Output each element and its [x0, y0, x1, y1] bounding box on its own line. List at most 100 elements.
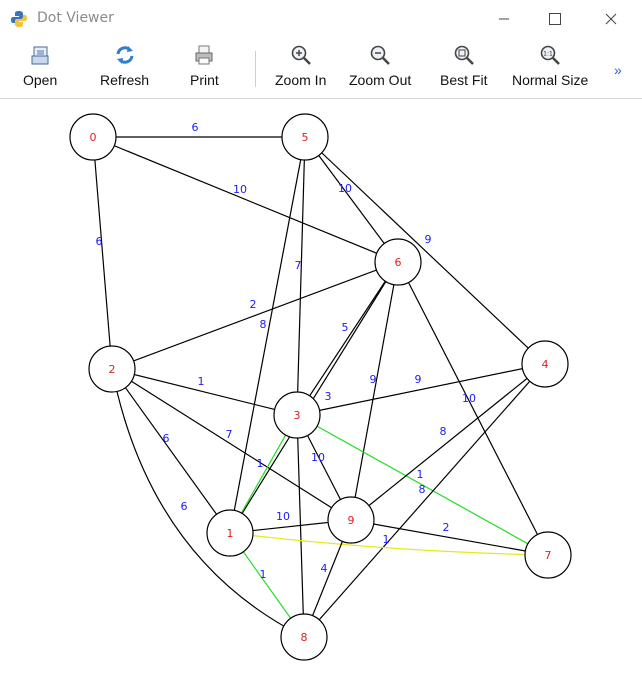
edge-weight-label-2-1: 6	[163, 432, 170, 445]
title-bar: Dot Viewer	[0, 0, 642, 38]
print-label: Print	[190, 72, 219, 88]
node-circle	[524, 531, 572, 579]
maximize-button[interactable]	[532, 0, 578, 38]
node-label: 0	[90, 131, 97, 144]
graph-edge-6-9	[350, 261, 399, 521]
zoom-in-label: Zoom In	[275, 72, 327, 88]
normal-size-label: Normal Size	[512, 72, 589, 88]
refresh-icon	[116, 46, 134, 64]
graph-edge-3-7	[296, 414, 549, 556]
zoom-out-button[interactable]: Zoom Out	[349, 44, 411, 88]
node-circle	[281, 113, 329, 161]
edge-weight-label-5-6: 10	[338, 182, 352, 195]
graph-node-4[interactable]: 4	[521, 340, 569, 388]
open-label: Open	[23, 72, 58, 88]
graph-edge-5-1	[229, 136, 306, 534]
edge-weight-label-3-9: 10	[311, 451, 325, 464]
node-label: 5	[302, 131, 309, 144]
node-circle	[521, 340, 569, 388]
best-fit-button[interactable]: Best Fit	[440, 44, 487, 88]
close-icon	[605, 13, 617, 25]
minimize-icon	[499, 18, 509, 20]
graph-edge-2-3	[111, 368, 298, 416]
edge-weight-label-5-4: 9	[425, 233, 432, 246]
best-fit-icon	[454, 45, 474, 65]
graph-node-2[interactable]: 2	[88, 345, 136, 393]
node-circle	[374, 238, 422, 286]
node-label: 8	[301, 631, 308, 644]
graph-edge-2-6	[111, 261, 399, 370]
edge-weight-label-2-6: 2	[250, 298, 257, 311]
graph-edge-9-7	[350, 519, 549, 556]
edge-weight-label-5-3: 7	[295, 259, 302, 272]
close-button[interactable]	[588, 0, 634, 38]
edge-weight-label-3-7: 1	[417, 468, 424, 481]
edge-weight-label-0-2: 6	[96, 235, 103, 248]
node-label: 9	[348, 514, 355, 527]
zoom-out-label: Zoom Out	[349, 72, 412, 88]
graph-edge-4-9	[350, 363, 546, 521]
best-fit-label: Best Fit	[440, 72, 488, 88]
normal-size-button[interactable]: 1:1 Normal Size	[512, 44, 588, 88]
edge-weight-label-2-8: 6	[181, 500, 188, 513]
edge-weight-label-6-3: 5	[342, 321, 349, 334]
graph-edge-5-3	[296, 136, 306, 416]
edge-weight-label-4-9: 8	[440, 425, 447, 438]
edge-weight-label-2-3: 1	[198, 375, 205, 388]
zoom-in-icon	[291, 45, 311, 65]
node-label: 2	[109, 363, 116, 376]
graph-edge-3-4	[296, 363, 546, 416]
node-label: 4	[542, 358, 549, 371]
edge-weight-label-6-1: 9	[370, 373, 377, 386]
edge-weight-label-6-9: 3	[325, 390, 332, 403]
zoom-in-button[interactable]: Zoom In	[275, 44, 326, 88]
node-circle	[273, 391, 321, 439]
edge-weight-label-2-9: 7	[226, 428, 233, 441]
graph-node-8[interactable]: 8	[280, 613, 328, 661]
edge-weight-label-9-7: 2	[443, 521, 450, 534]
edge-weight-label-6-7: 10	[462, 392, 476, 405]
open-button[interactable]: Open	[23, 44, 57, 88]
graph-edge-2-8	[111, 368, 305, 638]
python-icon	[11, 11, 27, 27]
graph-node-5[interactable]: 5	[281, 113, 329, 161]
window-title: Dot Viewer	[37, 10, 114, 26]
toolbar-overflow-button[interactable]: »	[614, 62, 622, 78]
graph-node-0[interactable]: 0	[69, 113, 117, 161]
edge-weight-label-1-7: 1	[383, 533, 390, 546]
toolbar: Open Refresh Print Zoom In	[0, 38, 642, 99]
toolbar-separator	[255, 51, 256, 87]
node-circle	[280, 613, 328, 661]
graph-edge-6-3	[296, 261, 399, 416]
normal-size-icon: 1:1	[540, 45, 561, 65]
node-circle	[206, 509, 254, 557]
node-label: 1	[227, 527, 234, 540]
edge-weight-label-1-8: 1	[260, 568, 267, 581]
edge-weight-label-3-4: 9	[415, 373, 422, 386]
graph-edge-6-1	[229, 261, 399, 534]
refresh-button[interactable]: Refresh	[100, 44, 149, 88]
edge-weight-label-1-9: 10	[276, 510, 290, 523]
graph-edge-2-1	[111, 368, 231, 534]
graph-node-9[interactable]: 9	[327, 496, 375, 544]
edge-weight-label-0-6: 10	[233, 183, 247, 196]
svg-text:1:1: 1:1	[543, 51, 553, 58]
print-button[interactable]: Print	[190, 44, 219, 88]
graph-node-6[interactable]: 6	[374, 238, 422, 286]
node-circle	[327, 496, 375, 544]
edge-weight-label-9-8: 4	[321, 562, 328, 575]
graph-node-7[interactable]: 7	[524, 531, 572, 579]
graph-node-1[interactable]: 1	[206, 509, 254, 557]
node-label: 7	[545, 549, 552, 562]
graph-edge-2-9	[111, 368, 352, 521]
print-icon	[195, 45, 213, 65]
graph-edge-5-6	[304, 136, 399, 263]
graph-node-3[interactable]: 3	[273, 391, 321, 439]
node-circle	[69, 113, 117, 161]
graph-edge-0-2	[92, 136, 113, 370]
graph-edge-0-6	[92, 136, 399, 263]
minimize-button[interactable]	[481, 0, 527, 38]
edge-weight-label-0-5: 6	[192, 121, 199, 134]
